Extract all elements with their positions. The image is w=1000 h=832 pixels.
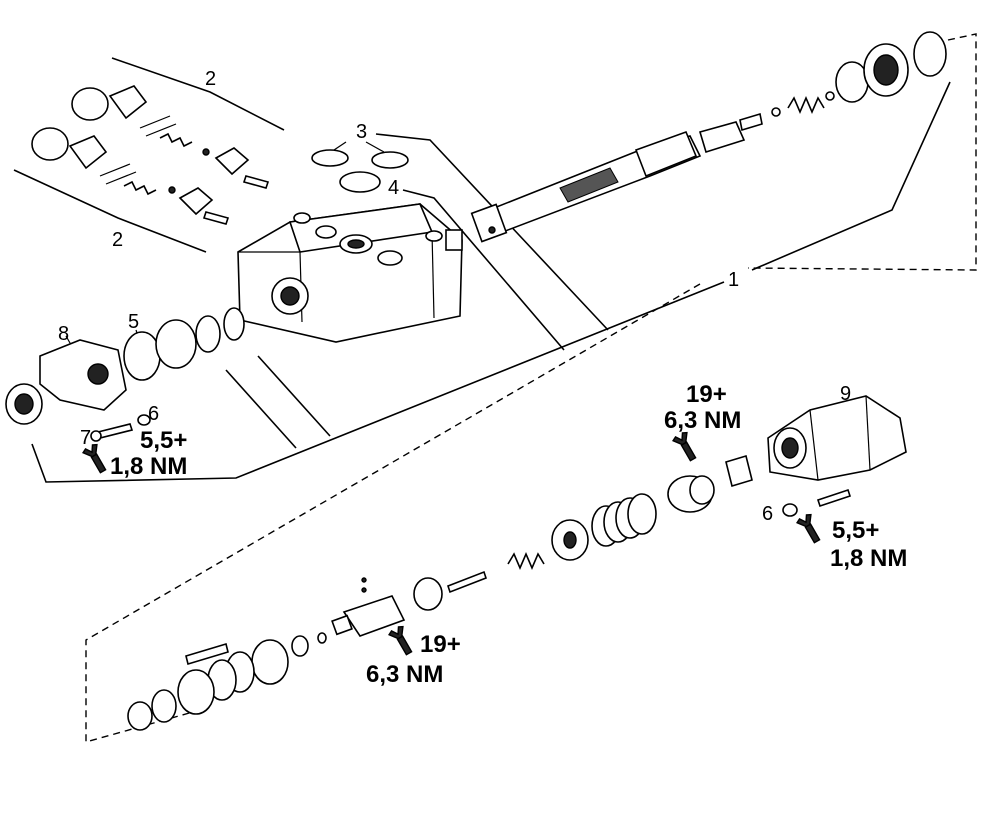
detent-parts-2 (31, 85, 270, 225)
wrench-icon (82, 443, 107, 474)
wrench-icon (388, 625, 413, 656)
callout-6-right: 6 (762, 503, 773, 525)
callout-5: 5 (128, 311, 139, 333)
callout-6-left: 6 (148, 403, 159, 425)
wrench-icon (796, 513, 821, 544)
torque-label-left-line2: 1,8 NM (110, 453, 187, 480)
lower-assembly (127, 395, 907, 731)
callout-8: 8 (58, 323, 69, 345)
callout-9: 9 (840, 383, 851, 405)
callout-2-top: 2 (205, 68, 216, 90)
torque-label-right-line2: 1,8 NM (830, 545, 907, 572)
torque-label-lower-line2: 6,3 NM (366, 661, 443, 688)
callout-4: 4 (388, 177, 399, 199)
valve-body (237, 203, 463, 343)
torque-label-lower-line1: 19+ (420, 631, 461, 658)
torque-label-upper-line2: 6,3 NM (664, 407, 741, 434)
spool-assembly (470, 31, 947, 243)
torque-label-upper-line1: 19+ (686, 381, 727, 408)
torque-label-right-line1: 5,5+ (832, 517, 879, 544)
end-cap-parts (5, 307, 245, 442)
callout-1: 1 (728, 269, 739, 291)
torque-label-left-line1: 5,5+ (140, 427, 187, 454)
wrench-icon (672, 431, 697, 462)
callout-3: 3 (356, 121, 367, 143)
callout-2-bottom: 2 (112, 229, 123, 251)
callout-7: 7 (80, 427, 91, 449)
o-rings-3-4 (311, 149, 409, 193)
